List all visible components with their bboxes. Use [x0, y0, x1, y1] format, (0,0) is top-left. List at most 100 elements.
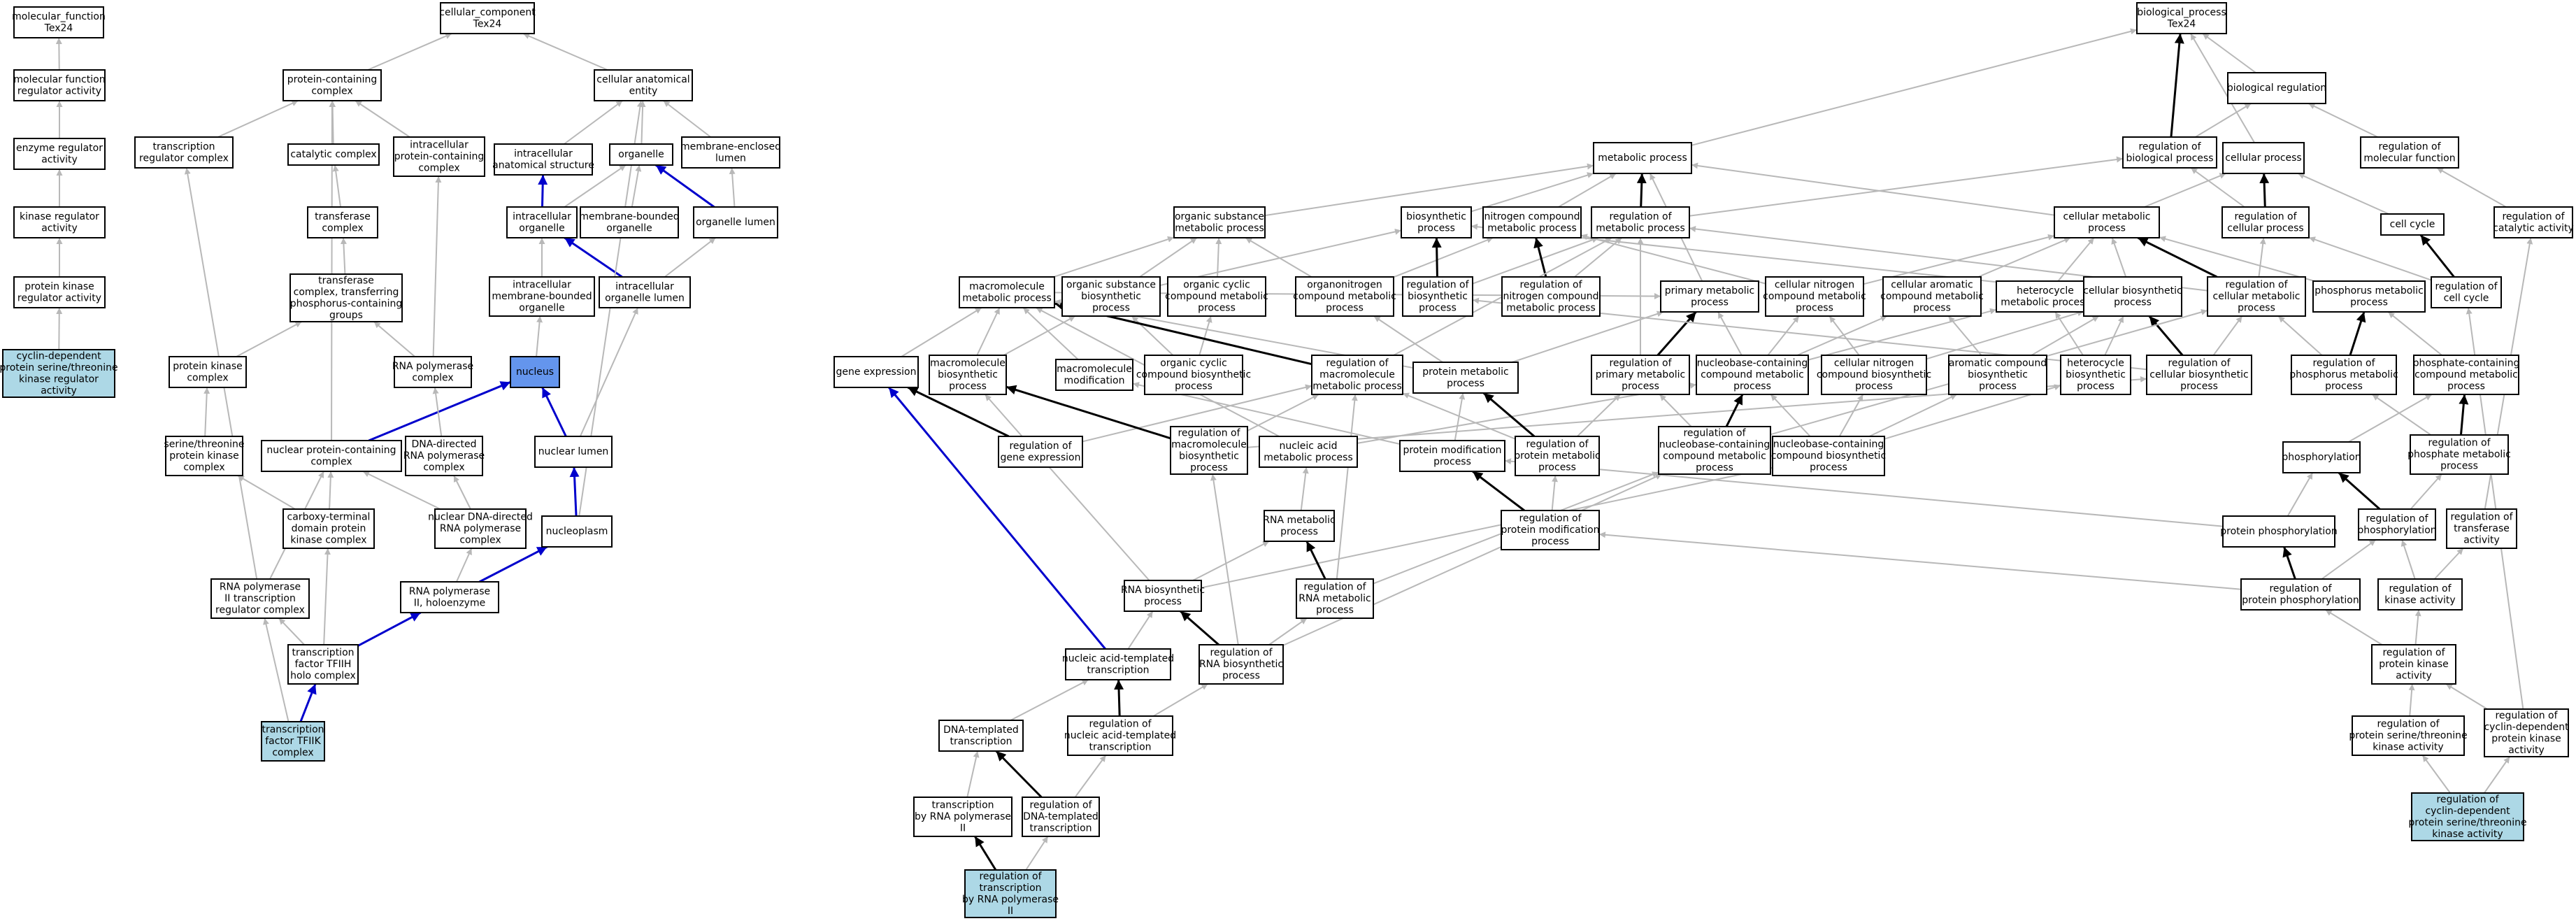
term-node-np[interactable]: nucleoplasm — [541, 515, 613, 548]
term-node-nucleus[interactable]: nucleus — [510, 356, 560, 388]
term-node-rmbsp[interactable]: regulation ofmacromoleculebiosyntheticpr… — [1170, 426, 1248, 475]
term-node-ccy[interactable]: cell cycle — [2380, 213, 2445, 236]
term-node-catc[interactable]: catalytic complex — [287, 143, 380, 166]
term-node-phos[interactable]: phosphorylation — [2282, 441, 2361, 473]
term-node-nl[interactable]: nuclear lumen — [534, 436, 613, 468]
term-node-org[interactable]: organelle — [609, 143, 673, 166]
term-node-pphos[interactable]: protein phosphorylation — [2220, 515, 2338, 548]
term-node-cp[interactable]: cellular process — [2222, 142, 2305, 174]
term-node-mp[interactable]: metabolic process — [1593, 142, 1692, 174]
term-node-breg[interactable]: biological regulation — [2227, 72, 2326, 104]
term-node-ge[interactable]: gene expression — [833, 356, 919, 388]
